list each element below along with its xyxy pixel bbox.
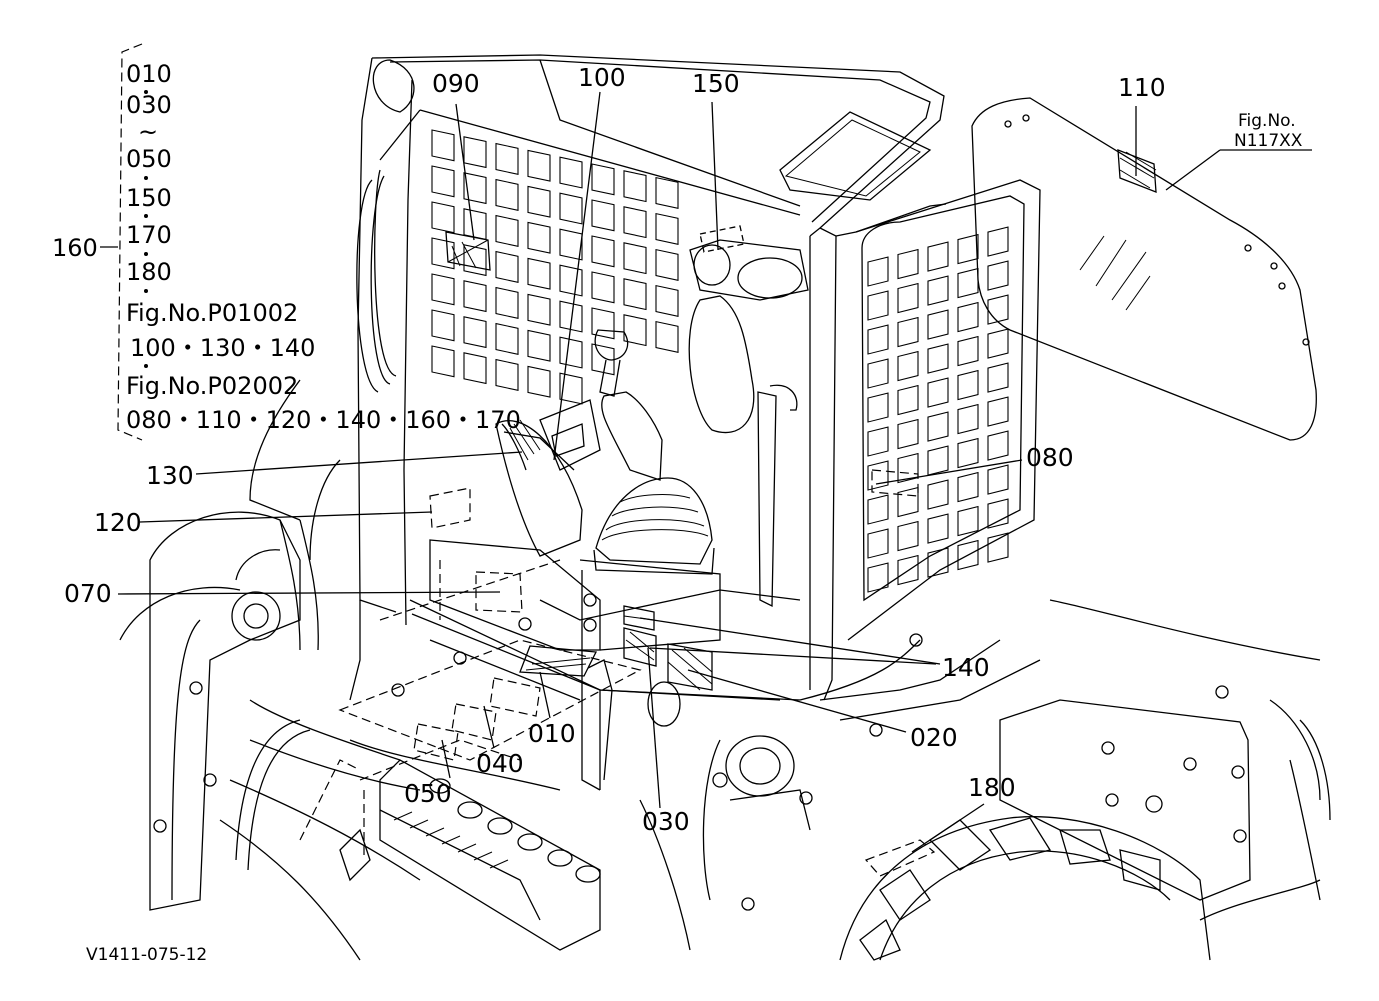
callout-100: 100 xyxy=(578,63,626,92)
seat-base xyxy=(391,539,801,791)
callout-180: 180 xyxy=(968,773,1016,802)
grab-handles xyxy=(374,169,798,608)
right-mesh-screen xyxy=(867,226,1009,593)
joystick xyxy=(593,329,715,575)
callout-040: 040 xyxy=(476,749,524,778)
legend-item: 180 xyxy=(126,258,172,286)
legend-item: 050 xyxy=(126,145,172,173)
left-mesh-screen xyxy=(431,129,679,405)
armrest xyxy=(688,239,809,434)
callout-010: 010 xyxy=(528,719,576,748)
leader-lines xyxy=(117,91,1312,853)
callout-140: 140 xyxy=(942,653,990,682)
callout-120: 120 xyxy=(94,508,142,537)
lift-arm-left xyxy=(119,379,421,961)
floor-step-dashed xyxy=(299,559,642,860)
legend-fig-ref: Fig.No.P02002 xyxy=(126,372,298,400)
left-console xyxy=(495,399,601,557)
callout-030: 030 xyxy=(642,807,690,836)
side-panel-right xyxy=(999,599,1321,901)
figure-ref-number: N117XX xyxy=(1234,131,1303,151)
callout-130: 130 xyxy=(146,461,194,490)
callout-110: 110 xyxy=(1118,73,1166,102)
legend-fig-ref: Fig.No.P01002 xyxy=(126,299,298,327)
side-window-glass xyxy=(971,97,1317,441)
hoses xyxy=(235,519,561,871)
hydraulic-coupler xyxy=(639,633,1041,951)
legend-item: ~ xyxy=(138,118,158,146)
legend-bracket xyxy=(117,43,143,441)
decal-markers xyxy=(413,149,1157,877)
callout-labels: 090 100 150 110 080 130 120 070 140 020 … xyxy=(64,63,1166,836)
callout-070: 070 xyxy=(64,579,112,608)
callout-150: 150 xyxy=(692,69,740,98)
rops-frame xyxy=(349,54,1041,701)
legend-group-number: 160 xyxy=(52,234,98,262)
callout-050: 050 xyxy=(404,779,452,808)
legend-item: 170 xyxy=(126,221,172,249)
legend-item: 010 xyxy=(126,60,172,88)
figure-reference: Fig.No. N117XX xyxy=(1234,111,1303,151)
callout-080: 080 xyxy=(1026,443,1074,472)
tire xyxy=(839,719,1331,961)
legend-item: 150 xyxy=(126,184,172,212)
drawing-id: V1411-075-12 xyxy=(86,945,207,965)
legend-item: 030 xyxy=(126,91,172,119)
step-plate xyxy=(339,759,601,951)
figure-ref-label: Fig.No. xyxy=(1238,111,1296,131)
legend-fig-ref-items: 080・110・120・140・160・170 xyxy=(126,406,521,434)
callout-020: 020 xyxy=(910,723,958,752)
callout-090: 090 xyxy=(432,69,480,98)
legend-block: 160 010 030 ~ 050 150 170 180 Fig.No.P01… xyxy=(52,43,521,441)
legend-fig-ref-items: 100・130・140 xyxy=(130,334,315,362)
